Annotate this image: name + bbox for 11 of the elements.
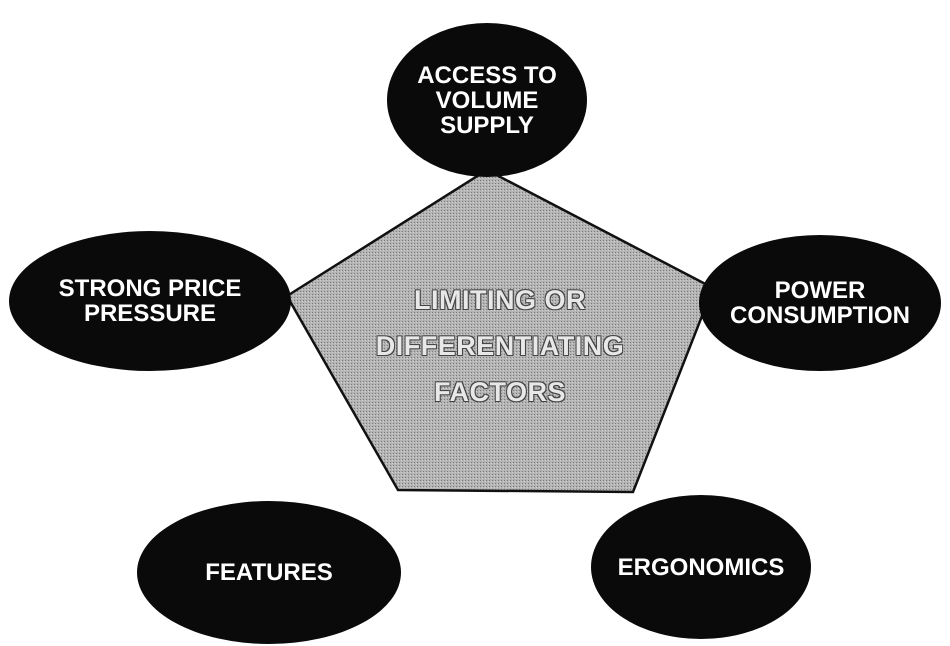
node-label: ERGONOMICS <box>616 554 786 580</box>
node-label: STRONG PRICE PRESSURE <box>58 276 242 326</box>
node-label: POWER CONSUMPTION <box>729 278 911 328</box>
node-label: LIMITING OR DIFFERENTIATING FACTORS <box>374 284 626 409</box>
ellipse-node <box>698 234 942 372</box>
ellipse-node <box>590 494 812 640</box>
node-label: FEATURES <box>204 560 334 585</box>
node-label: ACCESS TO VOLUME SUPPLY <box>416 62 558 138</box>
ellipse-node <box>8 230 292 372</box>
ellipse-node <box>386 22 588 178</box>
ellipse-node <box>136 500 402 645</box>
